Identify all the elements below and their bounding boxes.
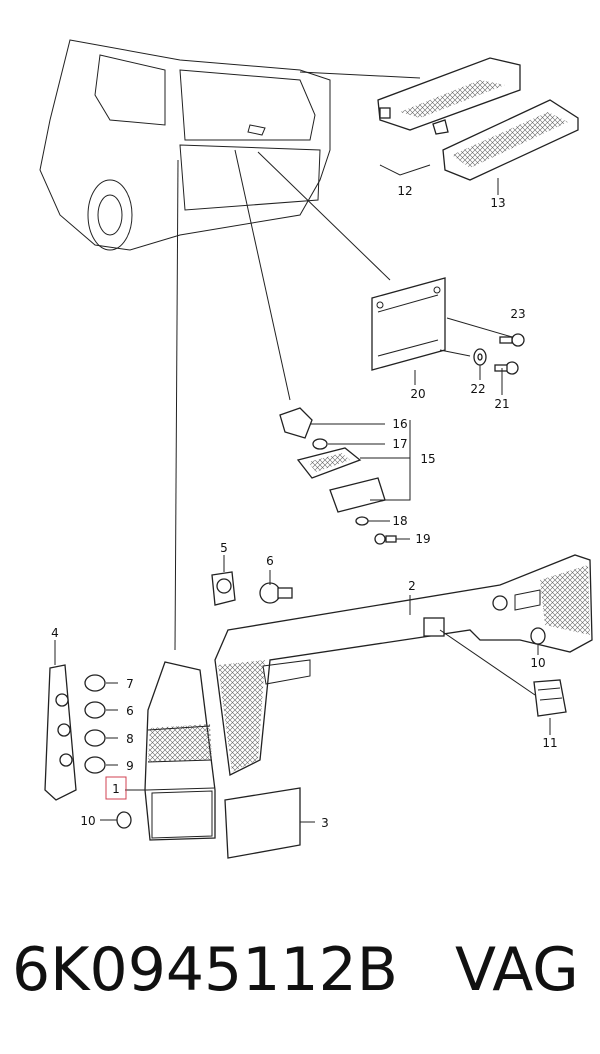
parts-diagram: 1 2 3 4 5 6 7 6 8 9 10 10 11 12 13 15 16… (39, 39, 593, 859)
lamp-housing-15 (296, 447, 386, 513)
lamp-connector (279, 407, 313, 439)
callout-2: 2 (408, 579, 416, 593)
lens-cover-3 (224, 787, 301, 859)
callout-15: 15 (420, 452, 435, 466)
callout-22: 22 (470, 382, 485, 396)
brake-light-lens (442, 99, 579, 181)
screw-21 (494, 361, 519, 375)
callout-8: 8 (126, 732, 134, 746)
callout-11: 11 (542, 736, 557, 750)
callout-21: 21 (494, 397, 509, 411)
screw-19 (374, 533, 397, 545)
callout-19: 19 (415, 532, 430, 546)
callout-6-left: 6 (126, 704, 134, 718)
rear-panel-trim (214, 554, 593, 776)
callout-6-top: 6 (266, 554, 274, 568)
leader-lines (54, 71, 551, 823)
car-rear-illustration (39, 39, 331, 251)
bulb-carrier (44, 664, 77, 801)
callout-labels: 1 2 3 4 5 6 7 6 8 9 10 10 11 12 13 15 16… (51, 184, 557, 830)
callout-20: 20 (410, 387, 425, 401)
callout-9: 9 (126, 759, 134, 773)
license-plate-bracket (371, 277, 446, 371)
washer-18 (355, 516, 369, 526)
callout-7: 7 (126, 677, 134, 691)
emblem-11 (533, 679, 567, 717)
callout-12: 12 (397, 184, 412, 198)
bulb-7 (84, 674, 106, 692)
callout-16: 16 (392, 417, 407, 431)
bulb-17 (312, 438, 328, 450)
bulb-socket-5 (211, 571, 236, 606)
callout-13: 13 (490, 196, 505, 210)
part-number: 6K0945112B (12, 935, 398, 1005)
nut-10-right (530, 627, 546, 645)
bulb-6 (259, 582, 293, 604)
callout-23: 23 (510, 307, 525, 321)
callout-10-left: 10 (80, 814, 95, 828)
nut-10-left (116, 811, 132, 829)
callout-4: 4 (51, 626, 59, 640)
callout-10-right: 10 (530, 656, 545, 670)
screw-23 (499, 333, 525, 347)
bulb-8 (84, 729, 106, 747)
washer-22 (473, 348, 487, 366)
selected-part-highlight (105, 776, 127, 800)
bulb-6-b (84, 701, 106, 719)
caption-bar: 6K0945112B VAG (0, 925, 600, 1015)
brand-label: VAG (455, 935, 579, 1005)
bulb-9 (84, 756, 106, 774)
tail-light-assembly (144, 661, 216, 841)
callout-18: 18 (392, 514, 407, 528)
third-brake-light-housing (377, 57, 521, 135)
callout-3: 3 (321, 816, 329, 830)
callout-1: 1 (112, 782, 120, 796)
callout-5: 5 (220, 541, 228, 555)
callout-17: 17 (392, 437, 407, 451)
